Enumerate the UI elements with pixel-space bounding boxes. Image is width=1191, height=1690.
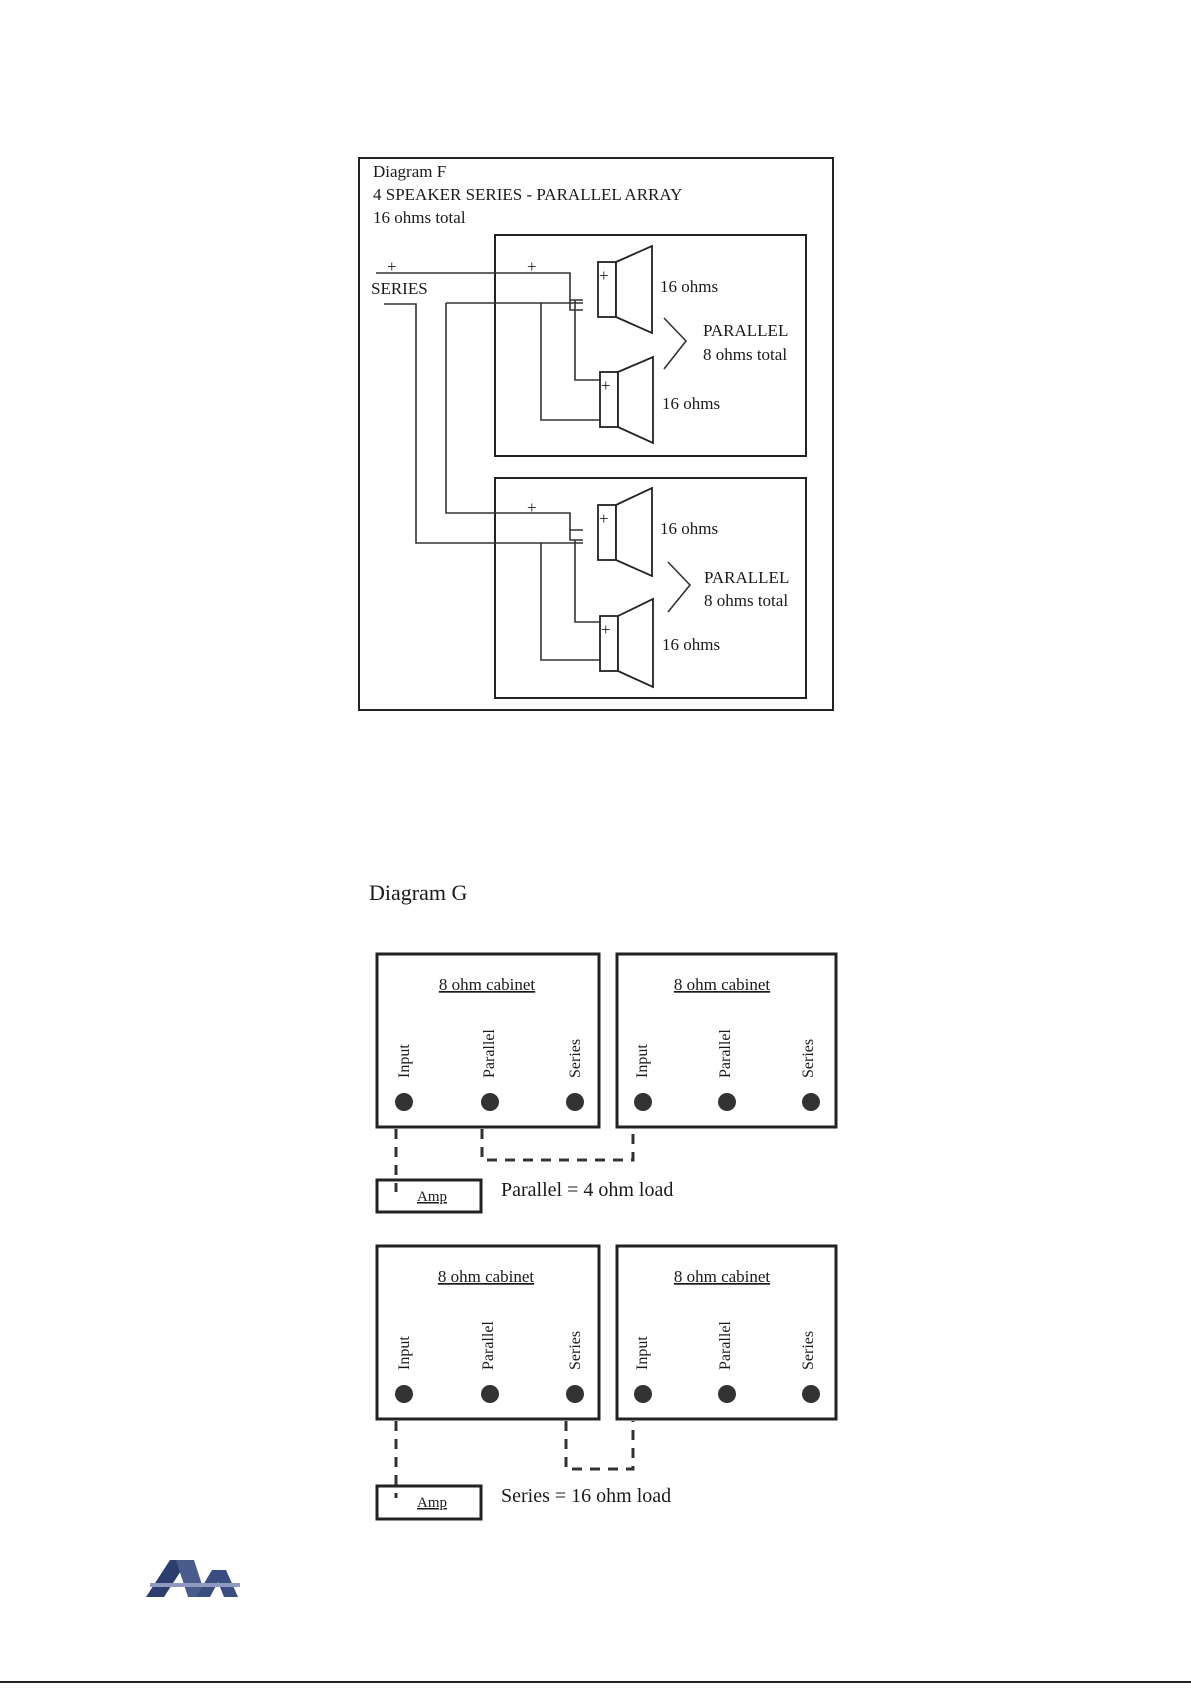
diagram-f-subtitle: 4 SPEAKER SERIES - PARALLEL ARRAY bbox=[373, 185, 682, 204]
cabinet-label: 8 ohm cabinet bbox=[439, 975, 536, 994]
wire-series-negative bbox=[384, 303, 583, 544]
cabinet-label: 8 ohm cabinet bbox=[438, 1267, 535, 1286]
ada-logo bbox=[146, 1560, 240, 1597]
logo-bar bbox=[150, 1583, 240, 1587]
wire-a-jumper-top bbox=[569, 300, 583, 311]
wire-series-positive bbox=[376, 272, 583, 301]
parallel-jack[interactable] bbox=[718, 1093, 736, 1111]
diagram-f-frame bbox=[358, 157, 834, 711]
parallel-a-label: PARALLEL bbox=[703, 321, 788, 340]
jack-label-parallel: Parallel bbox=[481, 1029, 498, 1078]
wire-a-parallel-negative bbox=[540, 303, 600, 421]
wire-b-jumper-top bbox=[569, 530, 583, 541]
series-jack[interactable] bbox=[566, 1093, 584, 1111]
series-configuration: 8 ohm cabinet Input Parallel Series 8 oh… bbox=[375, 1244, 838, 1521]
cabinet-parallel-1: 8 ohm cabinet Input Parallel Series bbox=[375, 952, 601, 1129]
jack-label-input: Input bbox=[396, 1044, 413, 1078]
parallel-jack[interactable] bbox=[481, 1093, 499, 1111]
speaker-cone bbox=[617, 355, 654, 445]
jack-label-input: Input bbox=[396, 1336, 413, 1370]
jack-label-series: Series bbox=[800, 1331, 817, 1370]
jack-label-input: Input bbox=[634, 1044, 651, 1078]
speaker-a-bottom-impedance: 16 ohms bbox=[662, 394, 720, 413]
parallel-b-label: PARALLEL bbox=[704, 568, 789, 587]
parallel-caption: Parallel = 4 ohm load bbox=[501, 1179, 673, 1201]
series-jack[interactable] bbox=[566, 1385, 584, 1403]
logo-stroke-a-left bbox=[146, 1560, 188, 1597]
speaker-a-bottom: + bbox=[599, 355, 654, 445]
jack-label-parallel: Parallel bbox=[480, 1321, 497, 1370]
amp-box bbox=[375, 1484, 483, 1521]
speaker-b-top: + bbox=[597, 486, 653, 578]
series-caption: Series = 16 ohm load bbox=[501, 1485, 671, 1507]
cable-parallel-link bbox=[480, 1129, 635, 1162]
cabinet-label: 8 ohm cabinet bbox=[674, 1267, 771, 1286]
input-jack[interactable] bbox=[634, 1093, 652, 1111]
speaker-b-bottom: + bbox=[599, 597, 654, 689]
diagram-f-title: Diagram F bbox=[373, 162, 446, 181]
speaker-b-bottom-impedance: 16 ohms bbox=[662, 635, 720, 654]
jack-label-series: Series bbox=[567, 1039, 584, 1078]
speaker-cone bbox=[617, 597, 654, 689]
diagram-g-title: Diagram G bbox=[369, 880, 467, 905]
diagram-f: Diagram F 4 SPEAKER SERIES - PARALLEL AR… bbox=[358, 157, 834, 711]
amp-box bbox=[375, 1178, 483, 1214]
logo-stroke-a-right bbox=[176, 1560, 206, 1597]
jack-label-input: Input bbox=[634, 1336, 651, 1370]
cabinet-a-plus-sign: + bbox=[527, 257, 537, 276]
cabinet-label: 8 ohm cabinet bbox=[674, 975, 771, 994]
speaker-plus-sign: + bbox=[599, 509, 609, 528]
input-jack[interactable] bbox=[395, 1093, 413, 1111]
input-jack[interactable] bbox=[395, 1385, 413, 1403]
parallel-jack[interactable] bbox=[718, 1385, 736, 1403]
cabinet-parallel-2: 8 ohm cabinet Input Parallel Series bbox=[615, 952, 838, 1129]
jack-label-series: Series bbox=[567, 1331, 584, 1370]
cabinet-frame bbox=[375, 1244, 601, 1421]
speaker-b-top-impedance: 16 ohms bbox=[660, 519, 718, 538]
series-jack[interactable] bbox=[802, 1385, 820, 1403]
series-label: SERIES bbox=[371, 279, 428, 298]
speaker-a-top-impedance: 16 ohms bbox=[660, 277, 718, 296]
parallel-b-total: 8 ohms total bbox=[704, 591, 788, 610]
speaker-cone bbox=[615, 486, 653, 578]
jack-label-parallel: Parallel bbox=[717, 1321, 734, 1370]
parallel-a-bracket bbox=[663, 317, 688, 370]
cabinet-series-2: 8 ohm cabinet Input Parallel Series bbox=[615, 1244, 838, 1421]
cabinet-frame bbox=[375, 952, 601, 1129]
cabinet-a-frame bbox=[494, 234, 807, 457]
cabinet-series-1: 8 ohm cabinet Input Parallel Series bbox=[375, 1244, 601, 1421]
parallel-a-total: 8 ohms total bbox=[703, 345, 787, 364]
speaker-plus-sign: + bbox=[601, 376, 611, 395]
speaker-cone bbox=[615, 244, 653, 335]
parallel-b-bracket bbox=[667, 561, 692, 613]
input-jack[interactable] bbox=[634, 1385, 652, 1403]
cable-series-link bbox=[564, 1421, 635, 1471]
wire-link-to-b bbox=[445, 303, 583, 531]
cabinet-frame bbox=[615, 1244, 838, 1421]
amp-label: Amp bbox=[417, 1189, 447, 1205]
cabinet-a: + + + 16 ohms 16 ohms PARALLEL 8 ohms to… bbox=[376, 234, 807, 457]
parallel-configuration: 8 ohm cabinet Input Parallel Series 8 oh… bbox=[375, 952, 838, 1214]
jack-label-series: Series bbox=[800, 1039, 817, 1078]
jack-label-parallel: Parallel bbox=[717, 1029, 734, 1078]
speaker-plus-sign: + bbox=[601, 620, 611, 639]
series-jack[interactable] bbox=[802, 1093, 820, 1111]
wire-b-parallel-negative bbox=[540, 543, 600, 661]
series-plus-sign: + bbox=[387, 257, 397, 276]
cabinet-b-frame bbox=[494, 477, 807, 699]
diagram-f-total: 16 ohms total bbox=[373, 208, 466, 227]
cabinet-frame bbox=[615, 952, 838, 1129]
wire-b-parallel-positive bbox=[574, 540, 600, 623]
page-edge bbox=[0, 1681, 1191, 1683]
cabinet-b: + + + 16 ohms 16 ohms PARALLEL 8 ohms to… bbox=[384, 303, 807, 699]
cabinet-b-plus-sign: + bbox=[527, 498, 537, 517]
speaker-plus-sign: + bbox=[599, 266, 609, 285]
wire-a-parallel-positive bbox=[574, 300, 600, 381]
speaker-a-top: + bbox=[597, 244, 653, 335]
parallel-jack[interactable] bbox=[481, 1385, 499, 1403]
amp-label: Amp bbox=[417, 1495, 447, 1511]
